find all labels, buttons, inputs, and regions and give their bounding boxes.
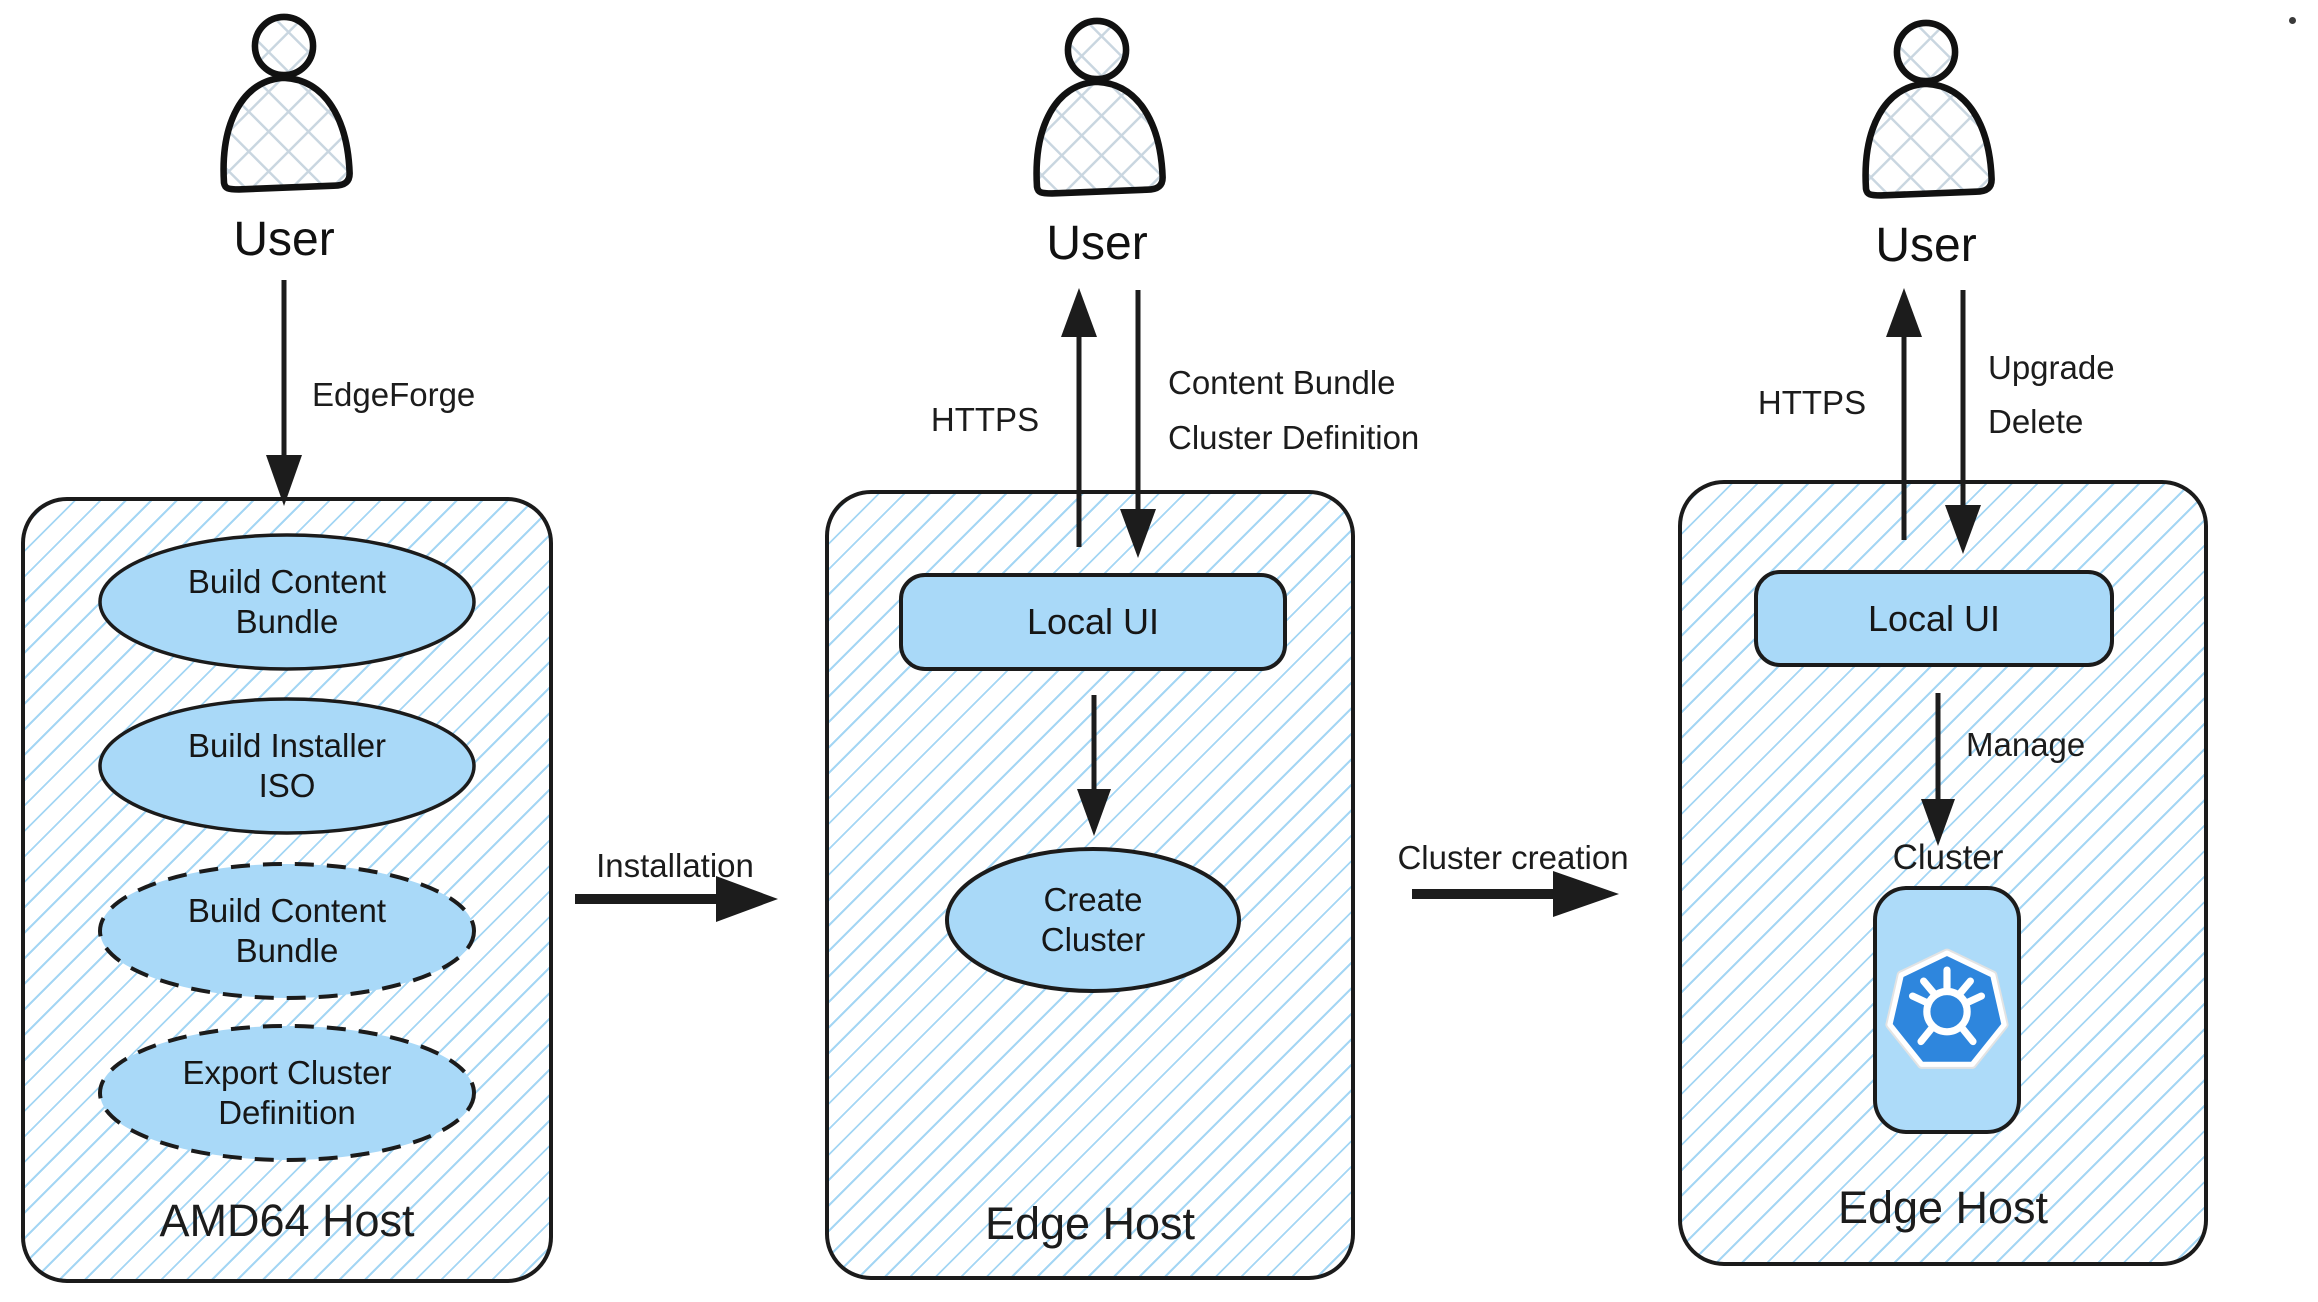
user-actor-middle: User — [977, 16, 1217, 271]
cluster-node-label: Cluster — [1892, 838, 2004, 877]
https-label-right: HTTPS — [1757, 384, 1867, 421]
cluster-creation-arrow-label: Cluster creation — [1397, 839, 1629, 876]
user-actor-left: User — [164, 12, 404, 267]
user-icon — [1033, 17, 1166, 197]
node-build-content-bundle-1: Build Content Bundle — [97, 532, 477, 672]
user-icon — [220, 13, 353, 193]
actor-label: User — [233, 213, 335, 266]
cluster-definition-label: Cluster Definition — [1168, 419, 1420, 456]
user-actor-right: User — [1806, 18, 2046, 273]
node-create-cluster: Create Cluster — [943, 845, 1243, 995]
local-ui-label: Local UI — [1026, 601, 1160, 642]
local-ui-label: Local UI — [1867, 597, 2001, 639]
panel-title-edge-host-middle: Edge Host — [984, 1198, 1196, 1249]
delete-label: Delete — [1988, 403, 2084, 440]
installation-arrow-label: Installation — [596, 847, 754, 884]
panel-title-amd64-host: AMD64 Host — [159, 1195, 415, 1246]
local-ui-box-right: Local UI — [1754, 570, 2114, 667]
node-export-cluster-definition: Export Cluster Definition — [97, 1023, 477, 1163]
panel-title-edge-host-right: Edge Host — [1837, 1182, 2049, 1233]
corner-dot — [2289, 17, 2296, 24]
user-icon — [1862, 19, 1995, 199]
manage-arrow-label: Manage — [1966, 726, 2086, 763]
cluster-creation-arrow — [1412, 871, 1619, 917]
actor-label: User — [1046, 217, 1148, 270]
node-build-installer-iso: Build Installer ISO — [97, 696, 477, 836]
local-ui-box-middle: Local UI — [899, 573, 1287, 671]
kubernetes-icon — [1885, 948, 2009, 1069]
actor-label: User — [1875, 219, 1977, 272]
edgeforge-arrow-label: EdgeForge — [312, 376, 476, 413]
content-bundle-label: Content Bundle — [1168, 364, 1396, 401]
https-label-middle: HTTPS — [930, 401, 1040, 438]
edgeforge-arrow — [266, 280, 302, 506]
node-build-content-bundle-2: Build Content Bundle — [97, 861, 477, 1001]
upgrade-label: Upgrade — [1988, 349, 2115, 386]
